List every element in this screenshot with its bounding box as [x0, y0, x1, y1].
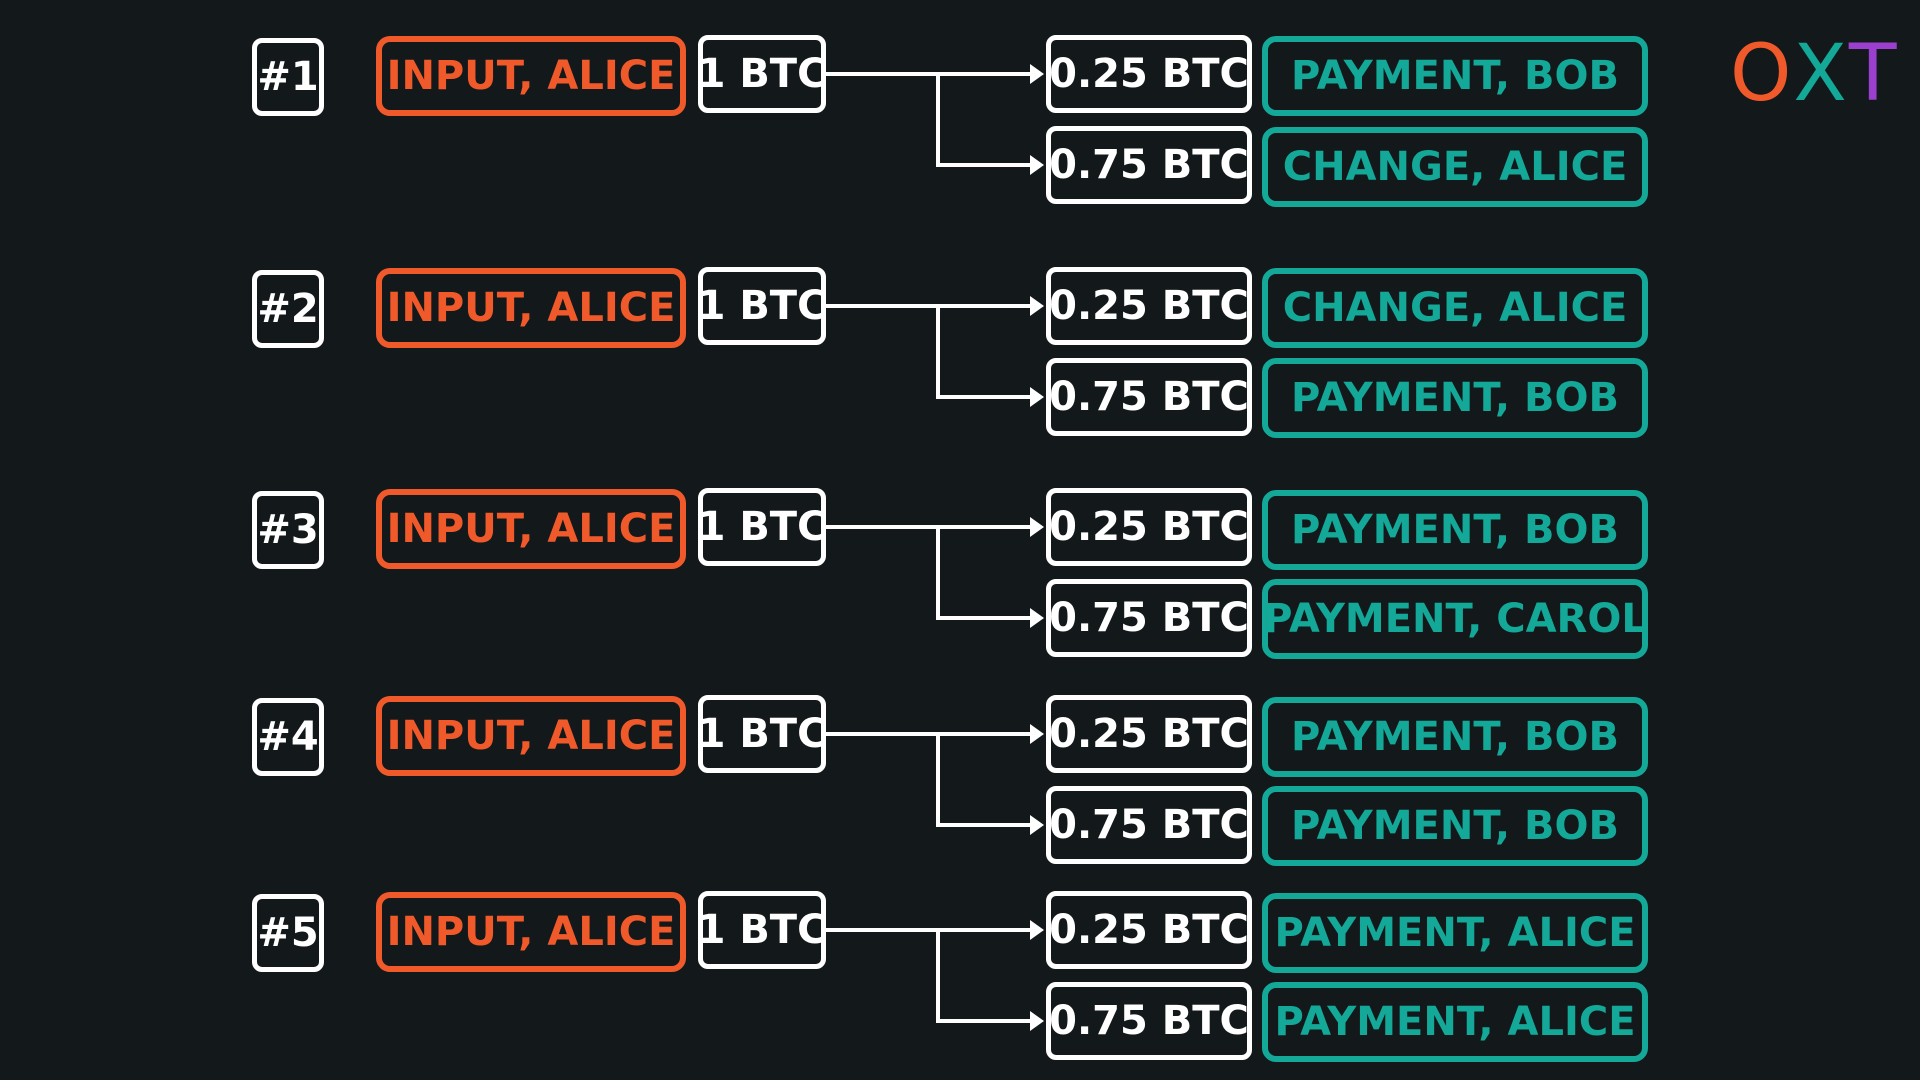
arrowhead-icon	[1030, 815, 1044, 835]
output-amount-2: 0.75 BTC	[1046, 982, 1252, 1060]
output-amount-1: 0.25 BTC	[1046, 35, 1252, 113]
input-amount: 1 BTC	[698, 891, 826, 969]
input-amount: 1 BTC	[698, 488, 826, 566]
arrowhead-icon	[1030, 724, 1044, 744]
logo-letter-x: X	[1793, 29, 1849, 119]
output-label-2: PAYMENT, CAROL	[1262, 579, 1648, 659]
connector-to-output-2	[936, 306, 1036, 399]
transaction-number: #4	[252, 698, 324, 776]
output-label-1: PAYMENT, BOB	[1262, 697, 1648, 777]
transaction-number: #5	[252, 894, 324, 972]
output-label-2: CHANGE, ALICE	[1262, 127, 1648, 207]
output-amount-2: 0.75 BTC	[1046, 579, 1252, 657]
arrowhead-icon	[1030, 608, 1044, 628]
arrowhead-icon	[1030, 920, 1044, 940]
input-label: INPUT, ALICE	[376, 696, 686, 776]
output-label-1: PAYMENT, BOB	[1262, 490, 1648, 570]
output-amount-2: 0.75 BTC	[1046, 126, 1252, 204]
output-amount-1: 0.25 BTC	[1046, 695, 1252, 773]
input-amount: 1 BTC	[698, 267, 826, 345]
arrowhead-icon	[1030, 155, 1044, 175]
transaction-number: #1	[252, 38, 324, 116]
input-label: INPUT, ALICE	[376, 268, 686, 348]
output-label-2: PAYMENT, BOB	[1262, 358, 1648, 438]
arrowhead-icon	[1030, 387, 1044, 407]
transaction-number: #3	[252, 491, 324, 569]
output-amount-1: 0.25 BTC	[1046, 488, 1252, 566]
logo-letter-o: O	[1730, 29, 1794, 119]
output-label-2: PAYMENT, ALICE	[1262, 982, 1648, 1062]
connector-to-output-2	[936, 930, 1036, 1023]
connector-to-output-2	[936, 527, 1036, 620]
input-label: INPUT, ALICE	[376, 489, 686, 569]
output-label-2: PAYMENT, BOB	[1262, 786, 1648, 866]
input-amount: 1 BTC	[698, 35, 826, 113]
output-amount-2: 0.75 BTC	[1046, 786, 1252, 864]
input-amount: 1 BTC	[698, 695, 826, 773]
arrowhead-icon	[1030, 517, 1044, 537]
arrowhead-icon	[1030, 64, 1044, 84]
output-label-1: PAYMENT, ALICE	[1262, 893, 1648, 973]
connector-to-output-2	[936, 74, 1036, 167]
transaction-number: #2	[252, 270, 324, 348]
output-label-1: CHANGE, ALICE	[1262, 268, 1648, 348]
connector-to-output-2	[936, 734, 1036, 827]
output-amount-1: 0.25 BTC	[1046, 267, 1252, 345]
oxt-logo: O X T	[1730, 29, 1899, 119]
output-amount-1: 0.25 BTC	[1046, 891, 1252, 969]
arrowhead-icon	[1030, 296, 1044, 316]
logo-letter-t: T	[1848, 29, 1899, 119]
input-label: INPUT, ALICE	[376, 36, 686, 116]
output-label-1: PAYMENT, BOB	[1262, 36, 1648, 116]
output-amount-2: 0.75 BTC	[1046, 358, 1252, 436]
input-label: INPUT, ALICE	[376, 892, 686, 972]
arrowhead-icon	[1030, 1011, 1044, 1031]
